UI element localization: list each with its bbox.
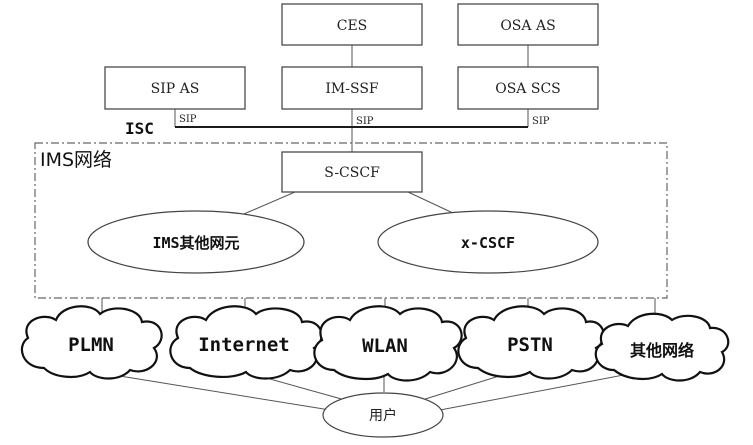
- sip-as-node: SIP AS: [104, 66, 246, 110]
- cloud-pstn: PSTN: [457, 305, 605, 380]
- sip-label-osascs: SIP: [532, 116, 550, 127]
- ces-label: CES: [337, 18, 368, 34]
- ims-network-title: IMS网络: [40, 149, 112, 171]
- cloud-internet: Internet: [169, 305, 323, 380]
- cloud-other-networks: 其他网络: [594, 312, 730, 382]
- cloud-plmn: PLMN: [20, 305, 163, 380]
- x-cscf-label: x-CSCF: [461, 234, 515, 252]
- ims-other-elements-label: IMS其他网元: [152, 234, 239, 252]
- s-cscf-label: S-CSCF: [324, 165, 380, 181]
- other-network-to-user-line: [439, 369, 651, 411]
- im-ssf-label: IM-SSF: [325, 81, 379, 97]
- plmn-to-user-line: [94, 371, 331, 411]
- sip-label-imssf: SIP: [356, 116, 374, 127]
- pstn-label: PSTN: [507, 334, 553, 356]
- sip-as-label: SIP AS: [151, 81, 200, 97]
- other-networks-label: 其他网络: [630, 341, 694, 360]
- s-cscf-node: S-CSCF: [281, 151, 423, 193]
- isc-label: ISC: [125, 119, 154, 138]
- x-cscf-node: x-CSCF: [377, 210, 599, 274]
- im-ssf-node: IM-SSF: [281, 66, 423, 110]
- wlan-label: WLAN: [362, 335, 408, 357]
- cloud-wlan: WLAN: [313, 305, 463, 382]
- ces-node: CES: [281, 3, 423, 46]
- ims-other-elements-node: IMS其他网元: [87, 210, 305, 274]
- user-node: 用户: [322, 392, 444, 438]
- sip-label-sipas: SIP: [179, 114, 197, 125]
- osa-scs-node: OSA SCS: [457, 66, 599, 110]
- internet-label: Internet: [198, 334, 290, 356]
- ims-network-boundary: [34, 142, 668, 299]
- osa-scs-label: OSA SCS: [495, 81, 561, 97]
- user-label: 用户: [369, 407, 397, 424]
- osa-as-node: OSA AS: [457, 3, 599, 46]
- plmn-label: PLMN: [68, 334, 114, 356]
- osa-as-label: OSA AS: [500, 18, 555, 34]
